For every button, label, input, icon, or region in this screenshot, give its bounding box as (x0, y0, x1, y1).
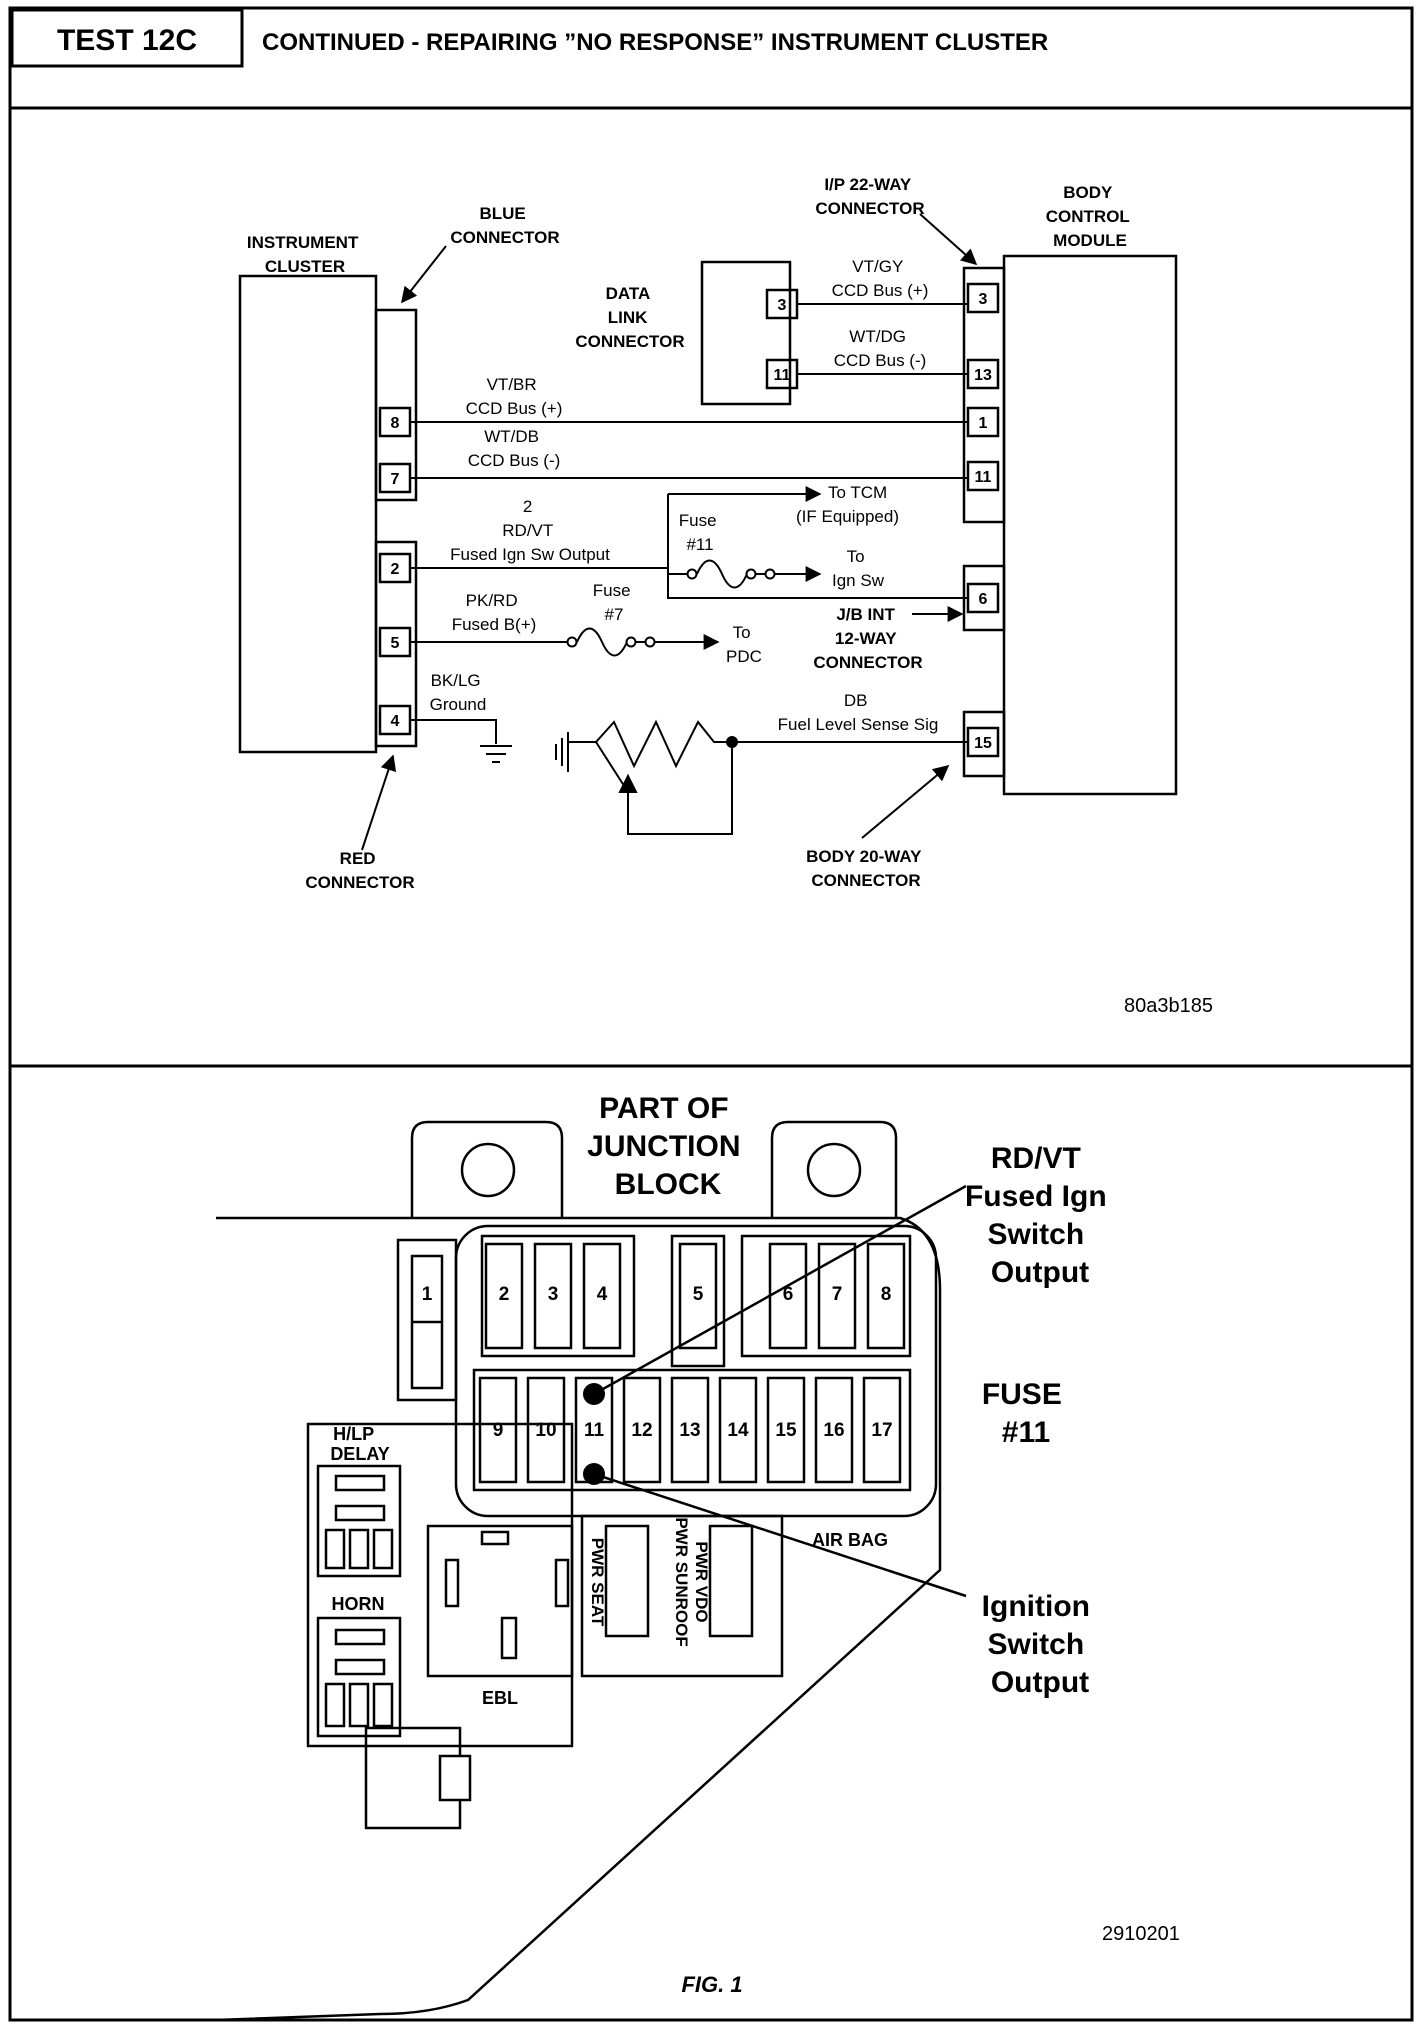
wiring-code: 80a3b185 (1124, 995, 1213, 1017)
wiring-diagram: INSTRUMENT CLUSTER BLUE CONNECTOR RED CO… (238, 175, 1213, 1017)
fuse-11-label: Fuse #11 (679, 511, 722, 554)
wire-wtdg-label: WT/DG CCD Bus (-) (834, 327, 927, 370)
wire-db-label: DB Fuel Level Sense Sig (778, 691, 939, 734)
test-id-box (10, 8, 244, 68)
pin-bcm-3: 3 (979, 291, 988, 308)
blue-connector-box (374, 308, 418, 502)
circuit-breakers (580, 1514, 784, 1678)
fuse-7-label: Fuse #7 (593, 581, 636, 624)
instrument-cluster-label: INSTRUMENT CLUSTER (247, 233, 363, 276)
fuse-15: 15 (775, 1420, 797, 1441)
pin-cluster-2: 2 (391, 561, 400, 578)
junction-block-diagram: 1 2 3 4 5 6 7 8 9 10 11 12 13 14 15 16 1… (215, 1092, 1180, 2022)
horn-label: HORN (332, 1594, 385, 1614)
bcm-label: BODY CONTROL MODULE (1046, 183, 1134, 250)
wire-vtbr-label: VT/BR CCD Bus (+) (466, 375, 563, 418)
pin-dlc-11: 11 (774, 367, 791, 384)
wire-pkrd-label: PK/RD Fused B(+) (452, 591, 537, 634)
fuse-10: 10 (535, 1420, 556, 1441)
jb-connector-label: J/B INT 12-WAY CONNECTOR (813, 605, 922, 672)
horn-relay (316, 1616, 402, 1738)
fuse-2: 2 (499, 1284, 510, 1305)
red-connector-box (374, 540, 418, 748)
fuse-13: 13 (679, 1420, 700, 1441)
data-link-connector-label: DATA LINK CONNECTOR (575, 284, 684, 351)
pin-cluster-5: 5 (391, 635, 400, 652)
wire-vtgy-label: VT/GY CCD Bus (+) (832, 257, 929, 300)
header-title: CONTINUED - REPAIRING ”NO RESPONSE” INST… (262, 29, 1048, 56)
pwr-vdo-label: PWR VDO (692, 1541, 711, 1622)
fuse-8: 8 (881, 1284, 892, 1305)
blue-connector-label: BLUE CONNECTOR (450, 204, 559, 247)
fuse-6: 6 (783, 1284, 794, 1305)
rdvt-callout: RD/VT Fused Ign Switch Output (965, 1142, 1115, 1289)
ebl-relay (426, 1524, 574, 1678)
pin-bcm-11: 11 (975, 469, 992, 486)
ebl-label: EBL (482, 1688, 518, 1708)
junction-code: 2910201 (1102, 1923, 1180, 1945)
pin-cluster-8: 8 (391, 415, 400, 432)
pin-dlc-3: 3 (778, 297, 787, 314)
red-connector-label: RED CONNECTOR (305, 849, 414, 892)
pin-bcm-15: 15 (974, 735, 992, 752)
pin-bcm-6: 6 (979, 591, 988, 608)
to-tcm-label: To TCM (IF Equipped) (796, 483, 899, 526)
fuse-9: 9 (493, 1420, 504, 1441)
wire-rdvt-label: 2 RD/VT Fused Ign Sw Output (450, 497, 610, 564)
body-connector-label: BODY 20-WAY CONNECTOR (806, 847, 926, 890)
junction-block-title: PART OF JUNCTION BLOCK (587, 1092, 749, 1201)
bcm-box (1002, 254, 1178, 796)
ignition-callout: Ignition Switch Output (982, 1590, 1099, 1699)
hlp-delay-label: H/LP DELAY (330, 1424, 389, 1464)
ip-connector-label: I/P 22-WAY CONNECTOR (815, 175, 924, 218)
fuse-16: 16 (823, 1420, 844, 1441)
fuse-5: 5 (693, 1284, 704, 1305)
fuse-3: 3 (548, 1284, 559, 1305)
wire-wtdb-label: WT/DB CCD Bus (-) (468, 427, 561, 470)
pwr-sunroof-label: PWR SUNROOF (672, 1517, 691, 1646)
fuse-11: 11 (584, 1420, 605, 1441)
page-frame (8, 6, 1414, 2022)
to-ign-sw-label: To Ign Sw (832, 547, 885, 590)
data-link-connector-box (700, 260, 792, 406)
mounting-ear-left (410, 1120, 564, 1218)
pin-cluster-7: 7 (391, 471, 400, 488)
pwr-seat-label: PWR SEAT (588, 1538, 607, 1627)
instrument-cluster-box (238, 274, 378, 754)
fuse-4: 4 (597, 1284, 608, 1305)
wire-bklg-label: BK/LG Ground (430, 671, 487, 714)
fuse-11-callout: FUSE #11 (982, 1378, 1070, 1449)
pin-bcm-1: 1 (979, 415, 988, 432)
test-id: TEST 12C (57, 24, 197, 57)
fuse-1: 1 (422, 1284, 433, 1305)
to-pdc-label: To PDC (726, 623, 762, 666)
pin-cluster-4: 4 (391, 713, 400, 730)
fuse-12: 12 (631, 1420, 652, 1441)
fuse-14: 14 (727, 1420, 749, 1441)
mounting-ear-right (770, 1120, 898, 1218)
air-bag-label: AIR BAG (812, 1530, 888, 1550)
fuse-7: 7 (832, 1284, 843, 1305)
pin-bcm-13: 13 (974, 367, 992, 384)
hlp-delay-relay (316, 1464, 402, 1578)
figure-caption: FIG. 1 (681, 1972, 742, 1997)
fuse-17: 17 (871, 1420, 892, 1441)
